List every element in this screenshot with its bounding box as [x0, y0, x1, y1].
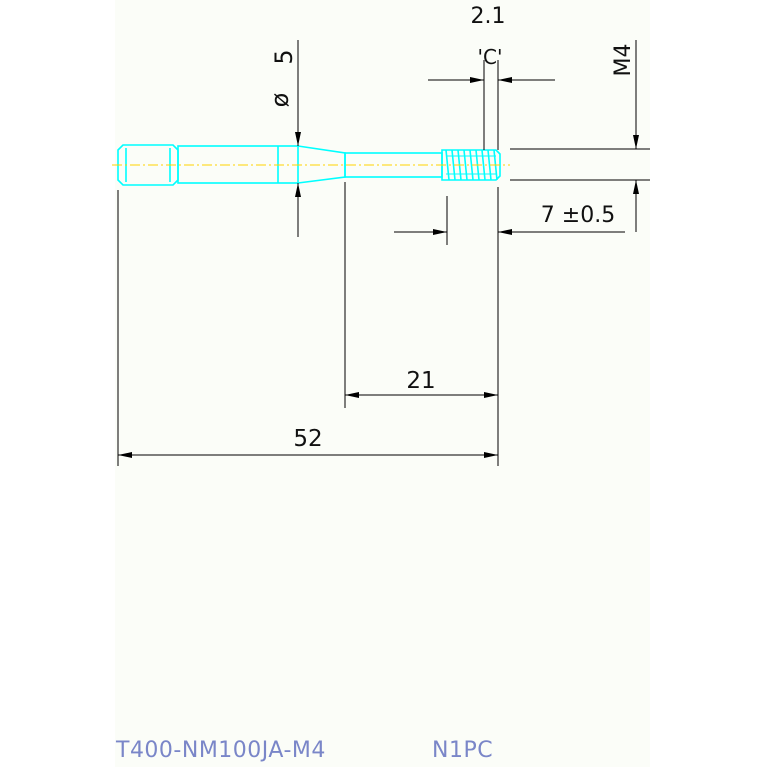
- dim-52-label: 52: [293, 426, 322, 452]
- dimension-lines: [117, 40, 650, 466]
- dim-thread-tolerance-label: 7 ±0.5: [541, 203, 615, 228]
- dim-chamfer-tag: 'C': [478, 45, 503, 69]
- part-code: N1PC: [432, 738, 494, 763]
- thread-section: [441, 149, 501, 181]
- dim-thread-size-label: M4: [611, 44, 636, 77]
- thread-flanks: [445, 149, 498, 181]
- part-number: T400-NM100JA-M4: [116, 738, 326, 763]
- dim-21-label: 21: [406, 368, 435, 394]
- dim-diameter-value: 5: [270, 49, 298, 64]
- dim-diameter-symbol: ø: [266, 93, 294, 108]
- drawing-paper: [115, 0, 650, 767]
- dim-chamfer-label: 2.1: [471, 4, 506, 29]
